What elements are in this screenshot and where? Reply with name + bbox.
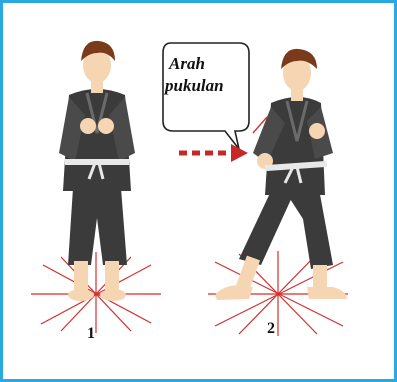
stance-illustration: Arah pukulan 1 2: [3, 3, 394, 379]
stance-1-label: 1: [87, 325, 95, 342]
speech-bubble-text-line-1: Arah: [168, 54, 205, 73]
speech-bubble-text-line-2: pukulan: [163, 76, 224, 95]
stance-1-figure: [31, 41, 161, 333]
stance-1-footwork-lines: [31, 252, 161, 333]
stance-2-label: 2: [267, 320, 275, 337]
